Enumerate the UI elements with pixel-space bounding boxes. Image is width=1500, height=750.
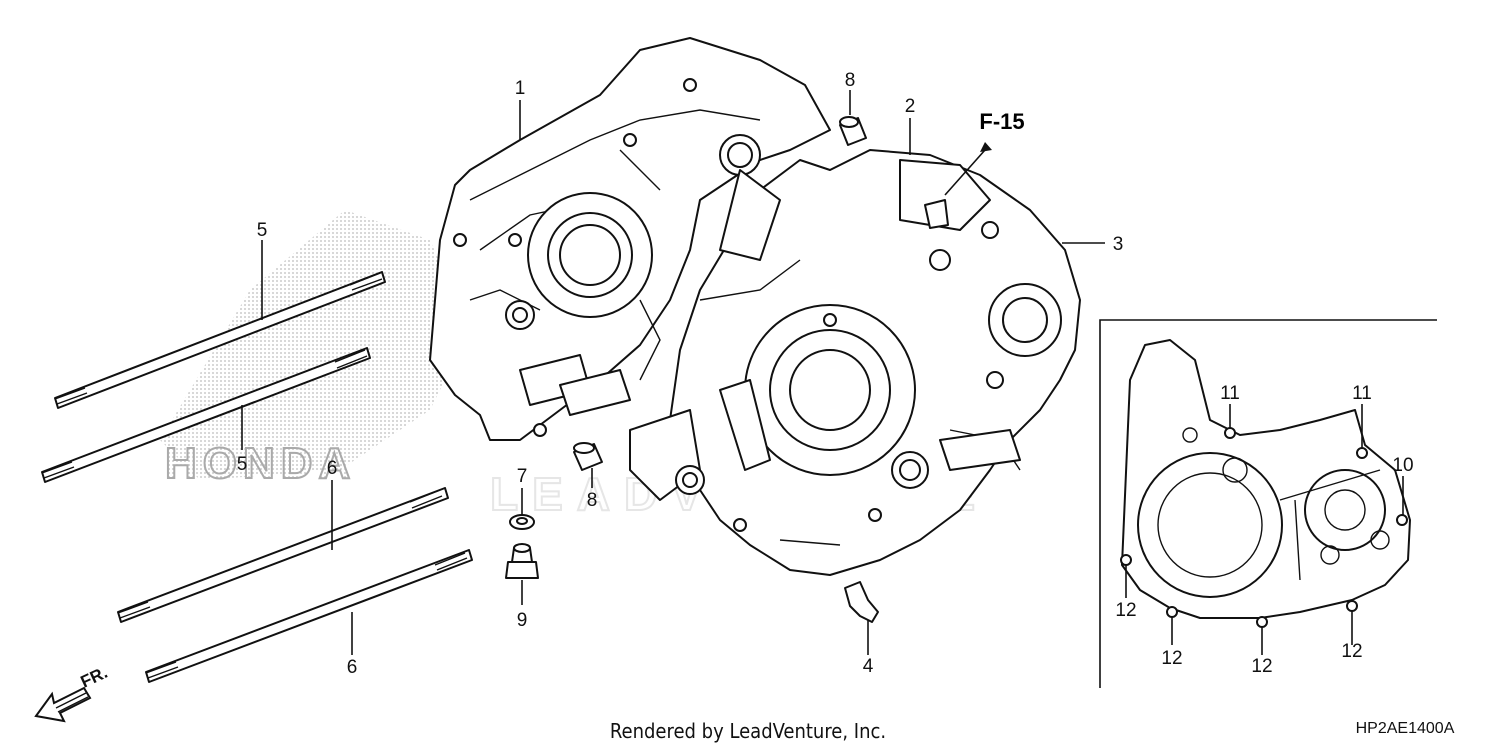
callout-part-6b: 6 xyxy=(347,657,358,678)
gasket-hole-10 xyxy=(1396,514,1408,526)
footer-credit: Rendered by LeadVenture, Inc. xyxy=(610,719,886,743)
callout-part-12c: 12 xyxy=(1251,656,1272,677)
gasket-hole-12c xyxy=(1256,616,1268,628)
callout-part-3: 3 xyxy=(1113,234,1124,255)
gasket-hole-11b xyxy=(1356,447,1368,459)
callout-part-9: 9 xyxy=(517,610,528,631)
callout-part-2: 2 xyxy=(905,96,916,117)
gasket-hole-12d xyxy=(1346,600,1358,612)
callout-part-12b: 12 xyxy=(1161,648,1182,669)
gasket-hole-11a xyxy=(1224,427,1236,439)
callout-part-12d: 12 xyxy=(1341,641,1362,662)
clip-part-4 xyxy=(844,581,879,623)
reference-f15-label: F-15 xyxy=(979,109,1024,134)
callout-part-6a: 6 xyxy=(327,458,338,479)
gasket-hole-12b xyxy=(1166,606,1178,618)
callout-part-11b: 11 xyxy=(1352,383,1372,404)
stud-bolt-a-part-5 xyxy=(54,271,386,409)
callout-part-1: 1 xyxy=(515,78,526,99)
callout-part-5a: 5 xyxy=(257,220,268,241)
front-direction-arrow: FR. xyxy=(34,663,111,723)
stud-bolt-b-part-6 xyxy=(145,549,473,683)
callout-part-5b: 5 xyxy=(237,454,248,475)
stud-bolt-b-part-5 xyxy=(41,347,371,483)
drain-bolt-part-9 xyxy=(505,543,539,579)
callout-part-8b: 8 xyxy=(587,490,598,511)
honda-watermark: HONDA xyxy=(160,210,470,489)
callout-part-12a: 12 xyxy=(1115,600,1136,621)
callout-part-4: 4 xyxy=(863,656,874,677)
front-direction-label: FR. xyxy=(78,663,111,692)
honda-watermark-text: HONDA xyxy=(165,439,356,488)
breather-part-2 xyxy=(924,199,949,229)
inset-gasket-view xyxy=(1099,319,1437,688)
callout-part-11a: 11 xyxy=(1220,383,1240,404)
callout-part-7: 7 xyxy=(517,466,528,487)
leader-lines xyxy=(241,90,1404,655)
dowel-pin-lower-part-8 xyxy=(573,442,603,471)
right-crankcase-part-3 xyxy=(629,149,1081,576)
diagram-code: HP2AE1400A xyxy=(1356,720,1455,737)
washer-part-7 xyxy=(509,514,535,530)
callout-labels: 1 2 3 4 5 5 6 6 7 8 8 9 10 11 11 12 12 1… xyxy=(237,70,1414,678)
callout-part-10: 10 xyxy=(1392,455,1413,476)
gasket-hole-12a xyxy=(1120,554,1132,566)
dowel-pin-upper-part-8 xyxy=(839,116,867,146)
callout-part-8a: 8 xyxy=(845,70,856,91)
stud-bolt-a-part-6 xyxy=(117,487,449,623)
left-crankcase-part-1 xyxy=(429,37,831,441)
